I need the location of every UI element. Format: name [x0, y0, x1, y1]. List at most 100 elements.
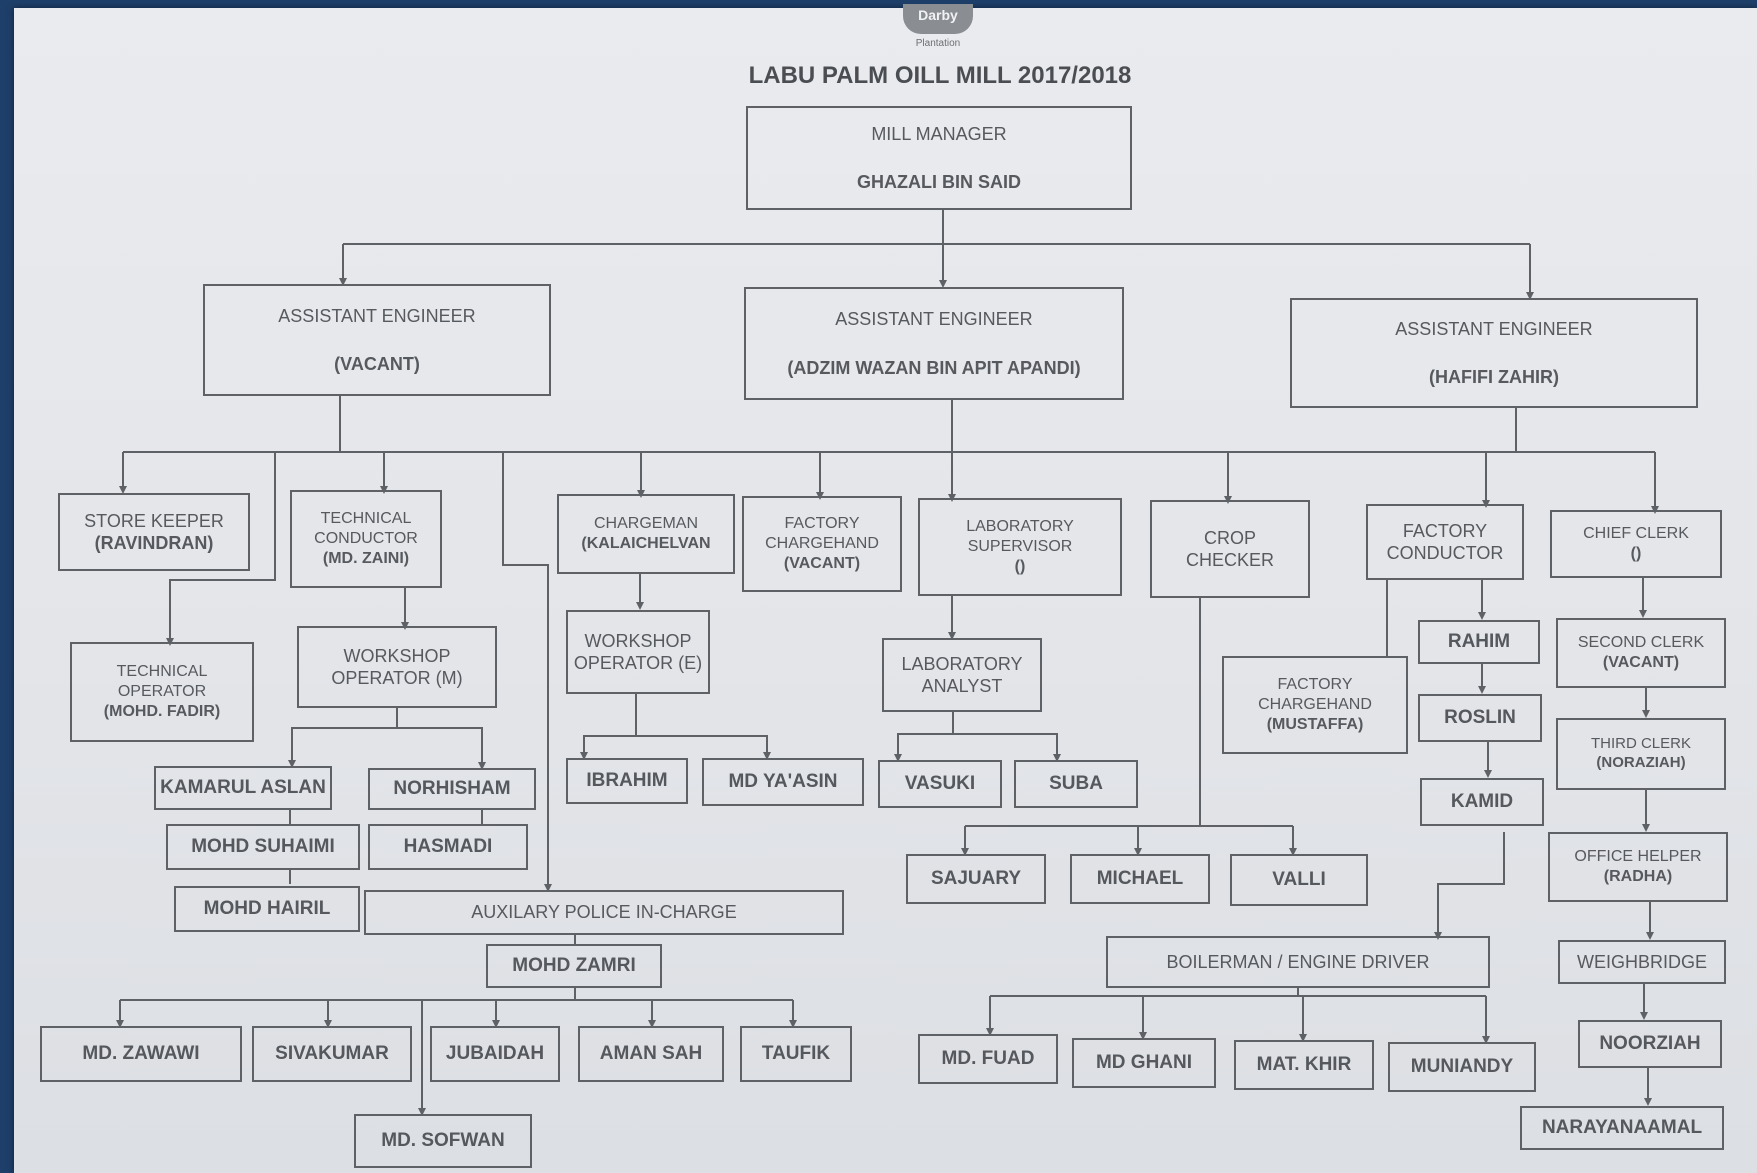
role-line1: LABORATORY [966, 518, 1074, 535]
role-line1: LABORATORY [901, 653, 1023, 674]
person: (RAVINDRAN) [94, 533, 214, 553]
narayanaamal-box: NARAYANAAMAL [1520, 1106, 1724, 1150]
md-zawawi-box: MD. ZAWAWI [40, 1026, 242, 1082]
person: RAHIM [1447, 631, 1511, 653]
role: STORE KEEPER [84, 510, 224, 531]
assistant-engineer-mid-box: ASSISTANT ENGINEER (ADZIM WAZAN BIN APIT… [744, 287, 1124, 400]
taufik-box: TAUFIK [740, 1026, 852, 1082]
role: ASSISTANT ENGINEER [278, 305, 476, 326]
person: SAJUARY [930, 868, 1022, 890]
role-line2: CHECKER [1185, 550, 1274, 570]
person: MD. SOFWAN [381, 1130, 505, 1152]
store-keeper-box: STORE KEEPER (RAVINDRAN) [58, 493, 250, 571]
sivakumar-box: SIVAKUMAR [252, 1026, 412, 1082]
technical-operator-box: TECHNICAL OPERATOR (MOHD. FADIR) [70, 642, 254, 742]
chief-clerk-box: CHIEF CLERK () [1550, 510, 1722, 578]
person: (HAFIFI ZAHIR) [1429, 367, 1559, 387]
person: NORHISHAM [393, 778, 511, 800]
person: HASMADI [403, 836, 493, 858]
person: (KALAICHELVAN [581, 535, 711, 552]
md-yaasin-box: MD YA'ASIN [702, 758, 864, 806]
person: () [1014, 558, 1026, 575]
person: (NORAZIAH) [1596, 754, 1686, 771]
suba-box: SUBA [1014, 760, 1138, 808]
role: ASSISTANT ENGINEER [1395, 318, 1593, 339]
md-fuad-box: MD. FUAD [918, 1034, 1058, 1084]
crop-checker-box: CROP CHECKER [1150, 500, 1310, 598]
person: () [1630, 545, 1642, 562]
person: MOHD HAIRIL [203, 898, 331, 920]
workshop-operator-e-box: WORKSHOP OPERATOR (E) [566, 610, 710, 694]
person: (MOHD. FADIR) [103, 703, 221, 720]
laboratory-analyst-box: LABORATORY ANALYST [882, 638, 1042, 712]
mat-khir-box: MAT. KHIR [1234, 1040, 1374, 1090]
ibrahim-box: IBRAHIM [566, 758, 688, 804]
chart-title: LABU PALM OILL MILL 2017/2018 [748, 62, 1132, 89]
role-line2: CONDUCTOR [314, 530, 418, 547]
auxiliary-police-box: AUXILARY POLICE IN-CHARGE [364, 890, 844, 935]
person: (VACANT) [334, 354, 420, 374]
person: KAMARUL ASLAN [160, 777, 326, 799]
noorziah-box: NOORZIAH [1578, 1020, 1722, 1068]
rahim-box: RAHIM [1418, 620, 1540, 664]
chargeman-box: CHARGEMAN (KALAICHELVAN [557, 494, 735, 574]
person: MOHD ZAMRI [512, 955, 636, 977]
muniandy-box: MUNIANDY [1388, 1042, 1536, 1092]
person: MD GHANI [1095, 1052, 1193, 1074]
role-line2: ANALYST [921, 676, 1003, 696]
weighbridge-box: WEIGHBRIDGE [1558, 940, 1726, 984]
mohd-suhaimi-box: MOHD SUHAIMI [166, 824, 360, 870]
logo-subtitle: Plantation [915, 38, 961, 49]
assistant-engineer-left-box: ASSISTANT ENGINEER (VACANT) [203, 284, 551, 396]
person: MOHD SUHAIMI [191, 836, 335, 858]
role-line2: OPERATOR (M) [331, 668, 463, 688]
office-helper-box: OFFICE HELPER (RADHA) [1548, 832, 1728, 902]
role-line1: FACTORY [784, 515, 860, 532]
person: NOORZIAH [1599, 1033, 1701, 1055]
person: IBRAHIM [586, 770, 668, 792]
role: ASSISTANT ENGINEER [835, 309, 1033, 329]
md-ghani-box: MD GHANI [1072, 1038, 1216, 1088]
second-clerk-box: SECOND CLERK (VACANT) [1556, 618, 1726, 688]
person: MD. ZAWAWI [82, 1043, 200, 1065]
mohd-hairil-box: MOHD HAIRIL [174, 886, 360, 932]
darby-logo: Darby [903, 4, 973, 34]
role-line2: SUPERVISOR [967, 538, 1073, 555]
role-line1: FACTORY [1277, 676, 1353, 693]
mill-manager-box: MILL MANAGER GHAZALI BIN SAID [746, 106, 1132, 210]
role-line2: CHARGEHAND [1258, 696, 1372, 713]
mohd-zamri-box: MOHD ZAMRI [486, 944, 662, 988]
assistant-engineer-right-box: ASSISTANT ENGINEER (HAFIFI ZAHIR) [1290, 298, 1698, 408]
sajuary-box: SAJUARY [906, 854, 1046, 904]
role: CHARGEMAN [593, 515, 698, 532]
role-line2: OPERATOR [117, 683, 207, 700]
md-sofwan-box: MD. SOFWAN [354, 1114, 532, 1168]
person: VASUKI [904, 773, 976, 795]
role-line1: WORKSHOP [343, 645, 451, 666]
person: SUBA [1049, 773, 1103, 795]
roslin-box: ROSLIN [1418, 694, 1542, 742]
person: MD YA'ASIN [728, 771, 838, 793]
role-line1: TECHNICAL [116, 663, 208, 680]
person: JUBAIDAH [445, 1043, 545, 1065]
role: CHIEF CLERK [1583, 525, 1689, 542]
person: (RADHA) [1603, 868, 1673, 885]
person: NARAYANAAMAL [1541, 1117, 1703, 1139]
person: MD. FUAD [941, 1048, 1035, 1070]
norhisham-box: NORHISHAM [368, 768, 536, 810]
valli-box: VALLI [1230, 854, 1368, 906]
vasuki-box: VASUKI [878, 760, 1002, 808]
person: SIVAKUMAR [275, 1043, 389, 1065]
person: VALLI [1272, 869, 1326, 891]
role-line1: WORKSHOP [584, 630, 692, 651]
role-line2: CONDUCTOR [1386, 543, 1504, 563]
person: KAMID [1450, 791, 1514, 813]
person: (ADZIM WAZAN BIN APIT APANDI) [787, 357, 1081, 378]
jubaidah-box: JUBAIDAH [430, 1026, 560, 1082]
third-clerk-box: THIRD CLERK (NORAZIAH) [1556, 718, 1726, 790]
hasmadi-box: HASMADI [368, 824, 528, 870]
factory-conductor-box: FACTORY CONDUCTOR [1366, 504, 1524, 580]
role: THIRD CLERK [1590, 735, 1691, 753]
person: GHAZALI BIN SAID [857, 172, 1021, 192]
